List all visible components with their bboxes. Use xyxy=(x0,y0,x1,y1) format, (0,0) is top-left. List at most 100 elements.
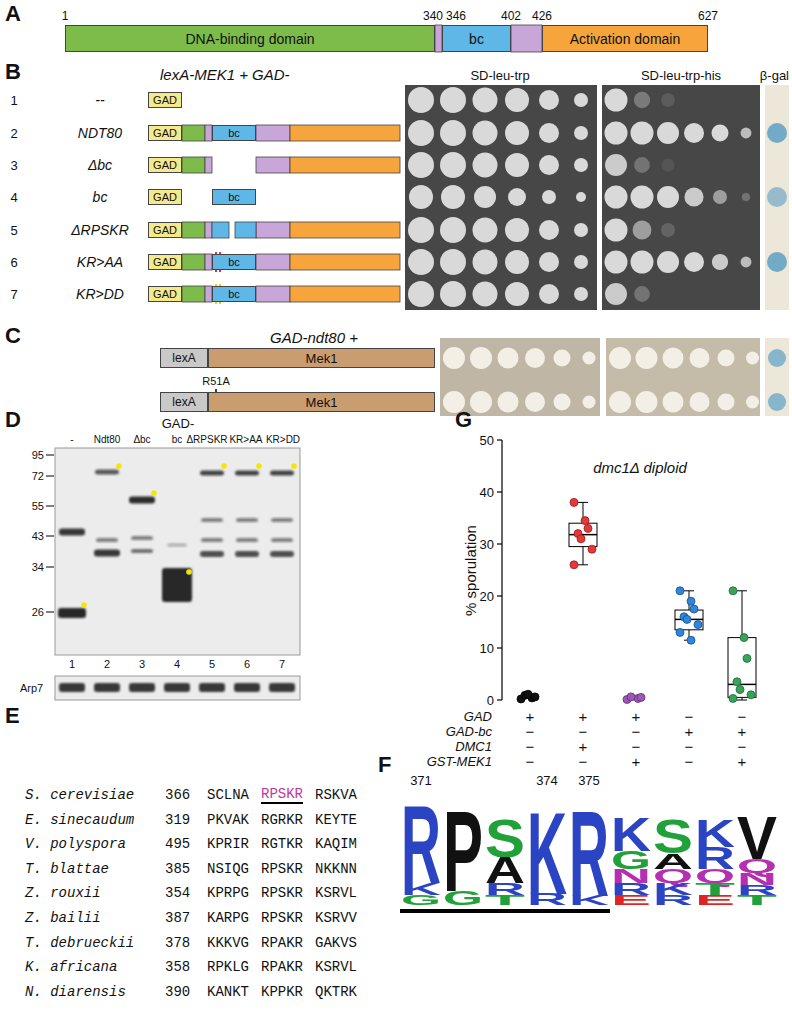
data-point xyxy=(743,654,751,662)
yeast-spot xyxy=(440,152,466,178)
box-label: GAD xyxy=(153,288,177,300)
yeast-spot xyxy=(583,396,596,409)
band-dot xyxy=(186,569,192,575)
residue-number: 366 xyxy=(165,787,190,803)
mw-marker: 72 xyxy=(32,470,44,482)
box-label: bc xyxy=(228,191,240,203)
tick-label: 20 xyxy=(480,589,494,604)
yeast-spot xyxy=(574,126,588,140)
data-point xyxy=(637,693,645,701)
yeast-spot xyxy=(440,249,466,275)
column-header: SD-leu-trp-his xyxy=(641,68,721,83)
yeast-spot xyxy=(690,348,710,368)
yeast-spot xyxy=(631,122,654,145)
yeast-spot xyxy=(408,249,434,275)
marker-tick xyxy=(46,455,54,456)
yeast-spot xyxy=(583,352,596,365)
whisker-cap xyxy=(737,700,747,701)
box-label: bc xyxy=(469,31,484,47)
lane-number: 2 xyxy=(104,658,110,670)
whisker xyxy=(583,547,584,565)
construct-name: bc xyxy=(93,189,108,205)
bc-box: bc xyxy=(212,286,256,302)
yeast-spot xyxy=(605,283,627,305)
sequence: RPSKR xyxy=(261,861,303,877)
box-label: GAD xyxy=(153,94,177,106)
band-dot xyxy=(81,602,87,608)
construct-name: KR>DD xyxy=(76,286,124,302)
condition-sign: − xyxy=(685,753,694,770)
whisker-cap xyxy=(578,502,588,503)
yeast-spot xyxy=(605,251,628,274)
species-name: T. blattae xyxy=(25,861,109,877)
lane-number: 4 xyxy=(174,658,180,670)
residue-number: 426 xyxy=(532,9,552,23)
yeast-spot xyxy=(574,255,588,269)
yeast-spot xyxy=(473,282,498,307)
data-point xyxy=(729,694,737,702)
gad-box: GAD xyxy=(148,189,182,205)
residue-number: 354 xyxy=(165,885,190,901)
domain-segment xyxy=(256,222,290,238)
domain-segment xyxy=(182,125,205,141)
yeast-spot xyxy=(663,392,684,413)
yeast-spot xyxy=(712,125,729,142)
lane-number: 3 xyxy=(139,658,145,670)
mw-marker: 55 xyxy=(32,500,44,512)
marker-tick xyxy=(46,536,54,537)
axis-tick xyxy=(497,543,502,544)
lane-label: KR>AA xyxy=(229,434,262,445)
sequence: NKKNN xyxy=(315,861,357,877)
yeast-spot xyxy=(657,122,679,144)
blot-band xyxy=(271,538,293,542)
logo-letter: G xyxy=(401,893,441,907)
yeast-spot xyxy=(505,218,529,242)
condition-sign: + xyxy=(632,753,641,770)
condition-sign: + xyxy=(685,723,694,740)
yeast-spot xyxy=(440,120,466,146)
tick-label: 40 xyxy=(480,485,494,500)
box-label: GAD xyxy=(153,224,177,236)
yeast-spot xyxy=(408,152,434,178)
yeast-spot xyxy=(684,187,703,206)
lexa-box: lexA xyxy=(160,392,208,412)
mw-marker: 34 xyxy=(32,561,44,573)
yeast-spot xyxy=(605,186,628,209)
box xyxy=(675,610,703,630)
sequence: GAKVS xyxy=(315,935,357,951)
blot-band xyxy=(269,683,295,692)
sequence: KANKT xyxy=(207,984,249,1000)
data-point xyxy=(584,524,592,532)
residue-number: 385 xyxy=(165,861,190,877)
mek1-box: Mek1 xyxy=(208,348,435,368)
yeast-spot xyxy=(473,250,498,275)
blot-membrane xyxy=(55,676,300,700)
species-name: N. diarensis xyxy=(25,984,126,1000)
data-point xyxy=(687,636,695,644)
box-label: Mek1 xyxy=(306,351,338,366)
logo-letter: K xyxy=(569,893,609,907)
whisker-cap xyxy=(737,590,747,591)
yeast-spot xyxy=(539,252,559,272)
gad-box: GAD xyxy=(148,254,182,270)
lane-number: 5 xyxy=(209,658,215,670)
yeast-spot xyxy=(718,394,735,411)
yeast-spot xyxy=(409,185,433,209)
construct-name: ΔRPSKR xyxy=(71,222,129,238)
row-number: 6 xyxy=(10,255,17,270)
yeast-spot xyxy=(505,153,529,177)
box-label: DNA-binding domain xyxy=(185,31,314,47)
sequence: SCLNA xyxy=(207,787,249,803)
sequence: QKTRK xyxy=(315,984,357,1000)
blot-band xyxy=(131,536,153,540)
blot-band xyxy=(235,471,259,476)
lane-label: ΔRPSKR xyxy=(186,434,227,445)
blot-band xyxy=(270,471,294,476)
whisker xyxy=(742,591,743,638)
yeast-spot xyxy=(539,220,559,240)
domain-segment xyxy=(205,254,212,270)
tick-label: 30 xyxy=(480,537,494,552)
sequence: KSRVV xyxy=(315,910,357,926)
panel-letter: A xyxy=(5,1,21,27)
condition-sign: + xyxy=(738,723,747,740)
